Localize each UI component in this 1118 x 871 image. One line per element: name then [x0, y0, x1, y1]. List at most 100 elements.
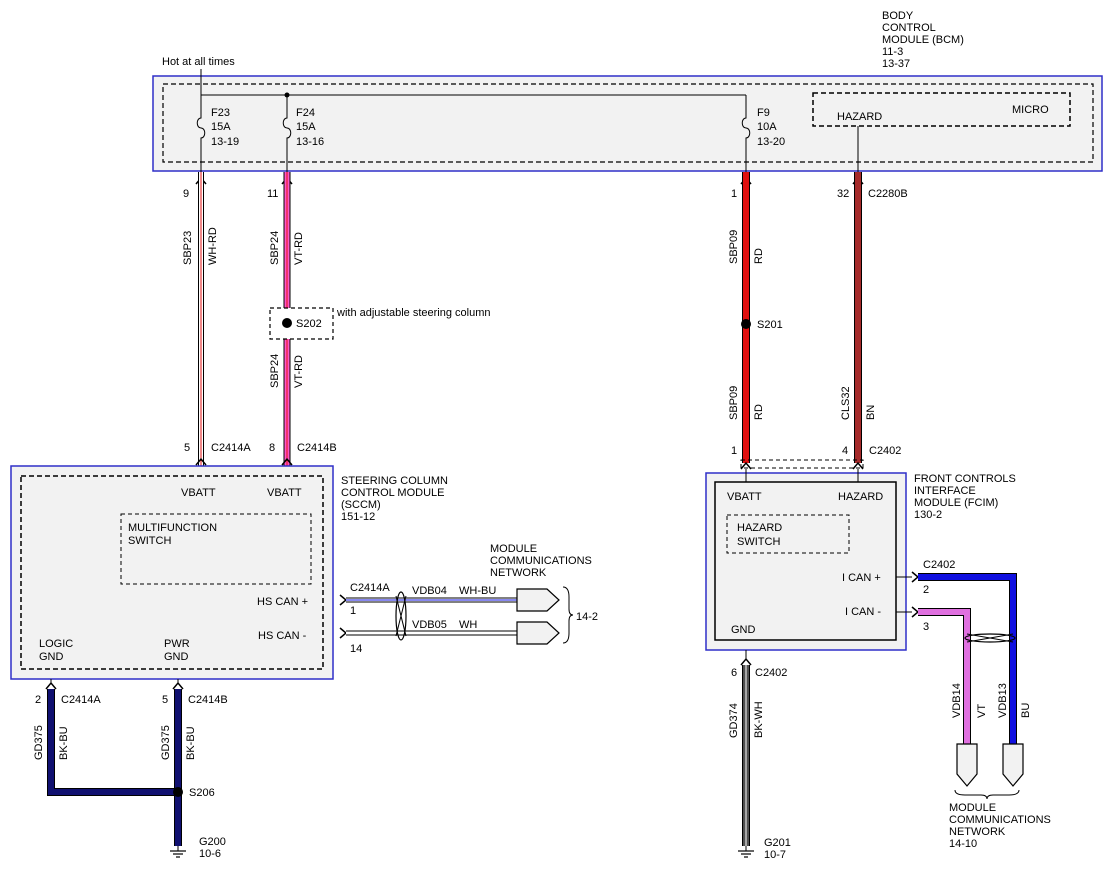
sbp23-color: WH-RD: [207, 227, 219, 265]
sbp24-pin-bottom: 8: [269, 442, 275, 454]
connector-chevron-icon: [339, 594, 348, 606]
sccm-network: C2414A 1 14 VDB04 WH-BU VDB05 WH MODULE …: [339, 543, 598, 655]
connector-chevron-icon: [740, 461, 752, 470]
sccm-pwr-gnd-1: PWR: [164, 638, 190, 650]
gd374-circuit: GD374: [728, 703, 740, 738]
bcm-name-line-4: 11-3: [882, 46, 903, 58]
s202-splice-dot: [282, 318, 292, 328]
sbp24-circuit-upper: SBP24: [269, 231, 281, 265]
sccm-net-title-2: COMMUNICATIONS: [490, 555, 592, 567]
gd374-conn: C2402: [755, 667, 787, 679]
s206-splice-dot: [173, 787, 183, 797]
connector-chevron-icon: [195, 457, 207, 466]
sccm-name-line-4: 151-12: [341, 511, 375, 523]
bcm-name-line-3: MODULE (BCM): [882, 34, 964, 46]
network-brace-icon: [562, 586, 574, 644]
fuse-f24-name: F24: [296, 107, 315, 119]
gd375-right-pin: 5: [162, 694, 168, 706]
sbp24-pin-top: 11: [267, 188, 278, 200]
fuse-f24-ref: 13-16: [296, 136, 324, 148]
bcm-name-line-2: CONTROL: [882, 22, 936, 34]
sccm-logic-gnd-2: GND: [39, 651, 64, 663]
network-connector-icon: [516, 621, 560, 645]
fcim-ican-minus: I CAN -: [845, 606, 881, 618]
vdb13-circuit: VDB13: [997, 683, 1009, 718]
wire-sbp24: 11 SBP24 VT-RD S202 with adjustable stee…: [267, 172, 490, 478]
sbp23-circuit: SBP23: [182, 231, 194, 265]
sccm-name-line-3: (SCCM): [341, 499, 381, 511]
fuse-f9-ref: 13-20: [757, 136, 785, 148]
wire-cls32: 32 C2280B CLS32 BN 4 C2402: [837, 172, 908, 463]
s202-dashed-box: [269, 307, 334, 340]
fcim-module: VBATT HAZARD HAZARD SWITCH I CAN + I CAN…: [705, 459, 1016, 651]
fcim-name-line-4: 130-2: [914, 509, 942, 521]
sccm-ground: 2 C2414A 5 C2414B GD375 BK-BU GD375 BK-B…: [33, 679, 228, 860]
fcim-network: C2402 2 3 VDB14 VT VDB13 BU MODULE COMMU…: [896, 559, 1051, 850]
multifunction-switch-box: [120, 513, 312, 585]
cls32-color: BN: [865, 405, 877, 420]
hot-at-all-times-label: Hot at all times: [162, 56, 235, 68]
vdb04-color: WH-BU: [459, 585, 496, 597]
fcim-vbatt: VBATT: [727, 491, 762, 503]
sbp09-pin-top: 1: [731, 188, 737, 200]
fcim-outer-box: [705, 472, 907, 651]
g200-label: G200: [199, 836, 226, 848]
connector-chevron-icon: [172, 681, 184, 690]
connector-chevron-icon: [339, 627, 348, 639]
fuse-f23-rating: 15A: [211, 121, 231, 133]
bcm-connector-chevrons: [195, 176, 864, 185]
fcim-name-line-2: INTERFACE: [914, 485, 976, 497]
sccm-logic-gnd-1: LOGIC: [39, 638, 73, 650]
sbp23-conn-bottom: C2414A: [211, 442, 251, 454]
twisted-pair-cross: [395, 595, 407, 637]
gd375-left-conn: C2414A: [61, 694, 101, 706]
sccm-net-pin-1: 1: [350, 605, 356, 617]
vdb13-wire-fill: [918, 574, 1016, 744]
sccm-module: VBATT VBATT MULTIFUNCTION SWITCH HS CAN …: [10, 457, 448, 680]
fuse-f23-ref: 13-19: [211, 136, 239, 148]
bcm-micro-label: MICRO: [1012, 104, 1049, 116]
cls32-conn-bottom: C2402: [869, 445, 901, 457]
sccm-net-title-3: NETWORK: [490, 567, 547, 579]
connector-chevron-icon: [911, 606, 920, 618]
sccm-hscan-plus: HS CAN +: [257, 596, 308, 608]
s201-label: S201: [757, 319, 783, 331]
gd374-pin: 6: [731, 667, 737, 679]
wire-sbp09: 1 SBP09 RD S201 SBP09 RD 1: [728, 172, 783, 463]
sccm-vbatt-1: VBATT: [181, 487, 216, 499]
sccm-name-line-2: CONTROL MODULE: [341, 487, 445, 499]
fcim-net-line-1: MODULE: [949, 802, 996, 814]
g201-label: G201: [764, 837, 791, 849]
sbp23-pin-bottom: 5: [184, 442, 190, 454]
twisted-pair-icon: [964, 633, 1016, 643]
s202-label: S202: [296, 318, 322, 330]
fuse-f9-name: F9: [757, 107, 770, 119]
hazard-switch-line-2: SWITCH: [737, 536, 780, 548]
fuse-f9-rating: 10A: [757, 121, 777, 133]
fuse-f23-name: F23: [211, 107, 230, 119]
sccm-net-ref: 14-2: [576, 611, 598, 623]
connector-chevron-icon: [281, 457, 293, 466]
cls32-conn-top: C2280B: [868, 188, 908, 200]
sccm-name-line-1: STEERING COLUMN: [341, 475, 448, 487]
twisted-pair-cross: [966, 633, 1014, 643]
fcim-inner-box: [714, 481, 897, 641]
fcim-top-dashed: [740, 459, 864, 469]
vdb14-wire-fill: [918, 609, 970, 744]
sbp09-color-upper: RD: [753, 248, 765, 264]
fcim-name-line-3: MODULE (FCIM): [914, 497, 998, 509]
gd375-right-color: BK-BU: [185, 726, 197, 760]
fcim-gnd: GND: [731, 624, 756, 636]
cls32-pin-top: 32: [837, 188, 849, 200]
fcim-net-pin-3: 3: [923, 621, 929, 633]
network-connector-icon: [1002, 743, 1024, 787]
mfs-line-2: SWITCH: [128, 535, 171, 547]
vdb13-color: BU: [1020, 703, 1032, 718]
connector-chevron-icon: [740, 657, 752, 666]
connector-chevron-icon: [852, 461, 864, 470]
ground-icon: [738, 850, 754, 858]
vdb14-circuit: VDB14: [951, 683, 963, 718]
s201-splice-dot: [741, 319, 751, 329]
mfs-line-1: MULTIFUNCTION: [128, 522, 217, 534]
